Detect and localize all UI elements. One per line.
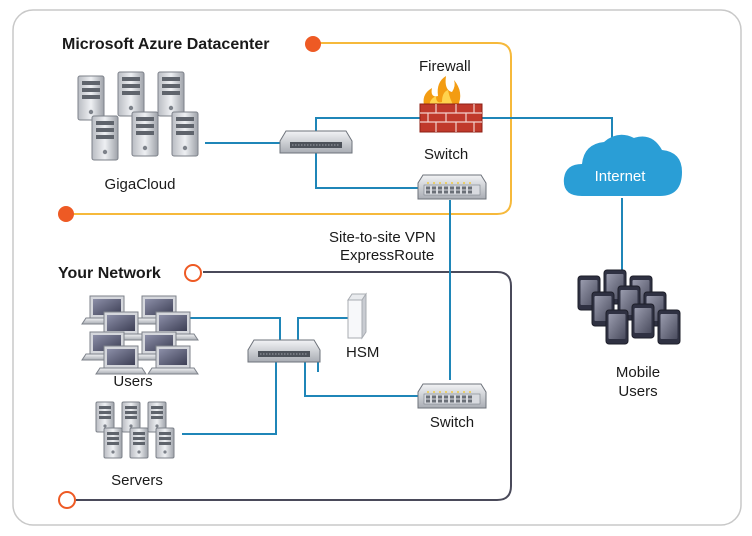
firewall-icon	[419, 76, 483, 133]
azure-group-title: Microsoft Azure Datacenter	[62, 36, 270, 53]
vpn-label-line2: ExpressRoute	[340, 247, 435, 264]
gigacloud-label: GigaCloud	[104, 176, 176, 193]
network-group-dot-bottom	[58, 491, 76, 509]
azure-switch-label: Switch	[424, 146, 469, 163]
local-servers	[95, 401, 175, 459]
internet-label: Internet	[594, 168, 646, 185]
vpn-label-line1: Site-to-site VPN	[329, 229, 436, 246]
link-servers-router	[182, 362, 277, 435]
mobile-users-label-line2: Users	[618, 383, 658, 400]
azure-group-dot-bottom	[58, 206, 74, 222]
gigacloud-servers	[77, 71, 199, 161]
azure-switch-icon	[417, 174, 487, 200]
network-group-title: Your Network	[58, 265, 161, 282]
mobile-users-label-line1: Mobile	[615, 364, 661, 381]
azure-group-border	[67, 42, 512, 215]
link-router-switch	[315, 153, 418, 189]
network-group-border	[76, 271, 512, 501]
link-users-router	[190, 317, 281, 340]
local-router-icon	[247, 339, 321, 363]
local-switch-label: Switch	[429, 414, 475, 431]
link-router-switch-local	[304, 362, 418, 397]
azure-group-dot-top	[305, 36, 321, 52]
azure-router-icon	[279, 130, 353, 154]
network-group-dot-top	[184, 264, 202, 282]
link-router-hsm	[297, 317, 350, 340]
hsm-label: HSM	[346, 344, 380, 361]
local-switch-icon	[417, 383, 487, 409]
hsm-icon	[347, 292, 367, 340]
servers-label: Servers	[111, 472, 163, 489]
firewall-label: Firewall	[419, 58, 471, 75]
cloud-icon	[563, 134, 682, 196]
users-label: Users	[113, 373, 153, 390]
link-router-firewall	[315, 117, 428, 133]
